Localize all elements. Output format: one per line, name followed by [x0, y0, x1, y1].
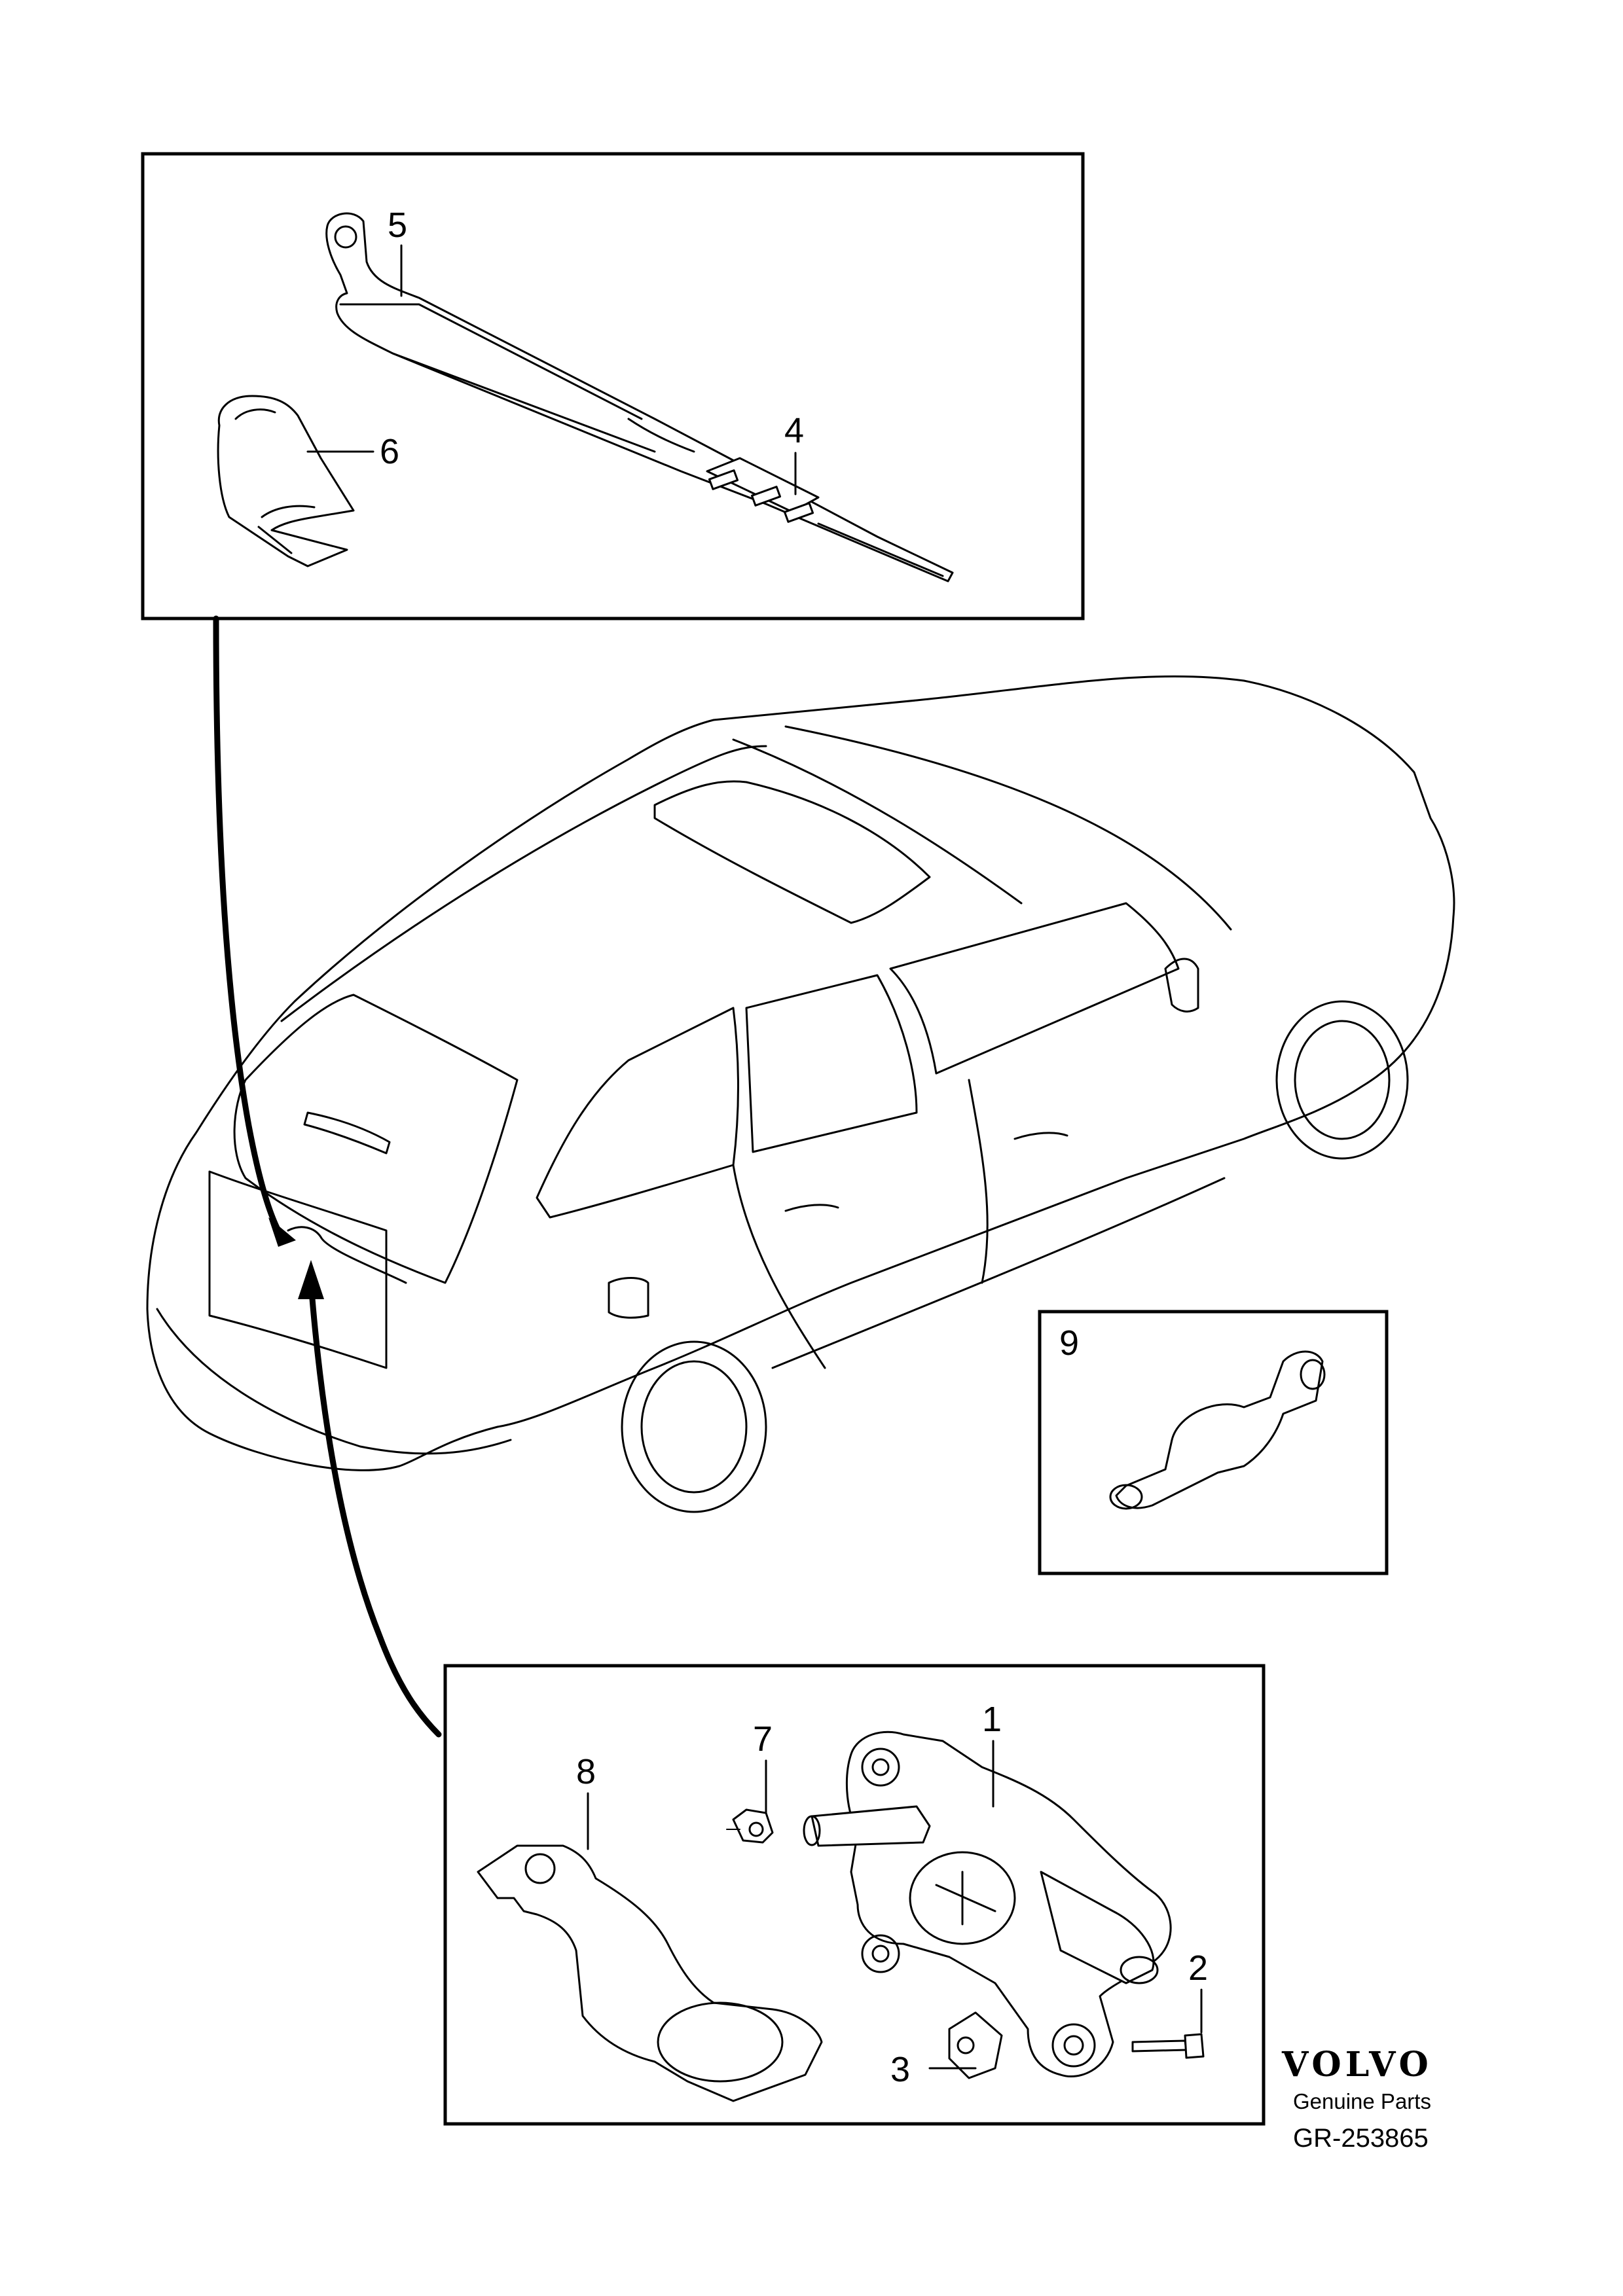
- callout-8: 8: [576, 1752, 596, 1791]
- gasket-drawing: [477, 1844, 823, 2102]
- motor-drawing: [803, 1731, 1172, 2078]
- wiper-arm-inset-frame: [141, 152, 1085, 620]
- callout-9: 9: [1059, 1323, 1079, 1363]
- genuine-parts-label: Genuine Parts: [1293, 2089, 1431, 2113]
- volvo-logo: VOLVO: [1281, 2045, 1432, 2085]
- valve-inset: 9: [1038, 1310, 1389, 1575]
- callout-4: 4: [784, 411, 804, 450]
- arrow-to-motor-inset: [308, 1280, 442, 1738]
- arrowhead-top: [268, 1217, 296, 1247]
- callout-1: 1: [982, 1700, 1002, 1739]
- callout-7: 7: [753, 1719, 773, 1759]
- callout-5: 5: [388, 206, 407, 245]
- arrow-to-wiper-arm: [213, 615, 282, 1234]
- valve-drawing: [1115, 1350, 1324, 1509]
- connector-arrows: [213, 615, 442, 1738]
- arrowhead-bottom: [298, 1260, 324, 1299]
- callout-2: 2: [1188, 1948, 1208, 1988]
- footer: VOLVO Genuine Parts GR-253865: [1281, 2045, 1432, 2153]
- callout-6: 6: [380, 432, 399, 471]
- reference-number: GR-253865: [1293, 2124, 1429, 2153]
- motor-inset: 7 1 8 2 3: [443, 1664, 1266, 2126]
- bolt-drawing: [1131, 2033, 1205, 2059]
- mount-drawing: [948, 2011, 1003, 2079]
- valve-inset-frame: [1038, 1310, 1389, 1575]
- callout-3: 3: [890, 2050, 910, 2089]
- wiper-arm-drawing: [325, 212, 954, 583]
- nut-drawing: [726, 1808, 774, 1844]
- motor-inset-frame: [443, 1664, 1266, 2126]
- wiper-cap-drawing: [217, 395, 355, 567]
- car-illustration: [146, 675, 1455, 1513]
- wiper-arm-inset: 5 4 6: [141, 152, 1085, 620]
